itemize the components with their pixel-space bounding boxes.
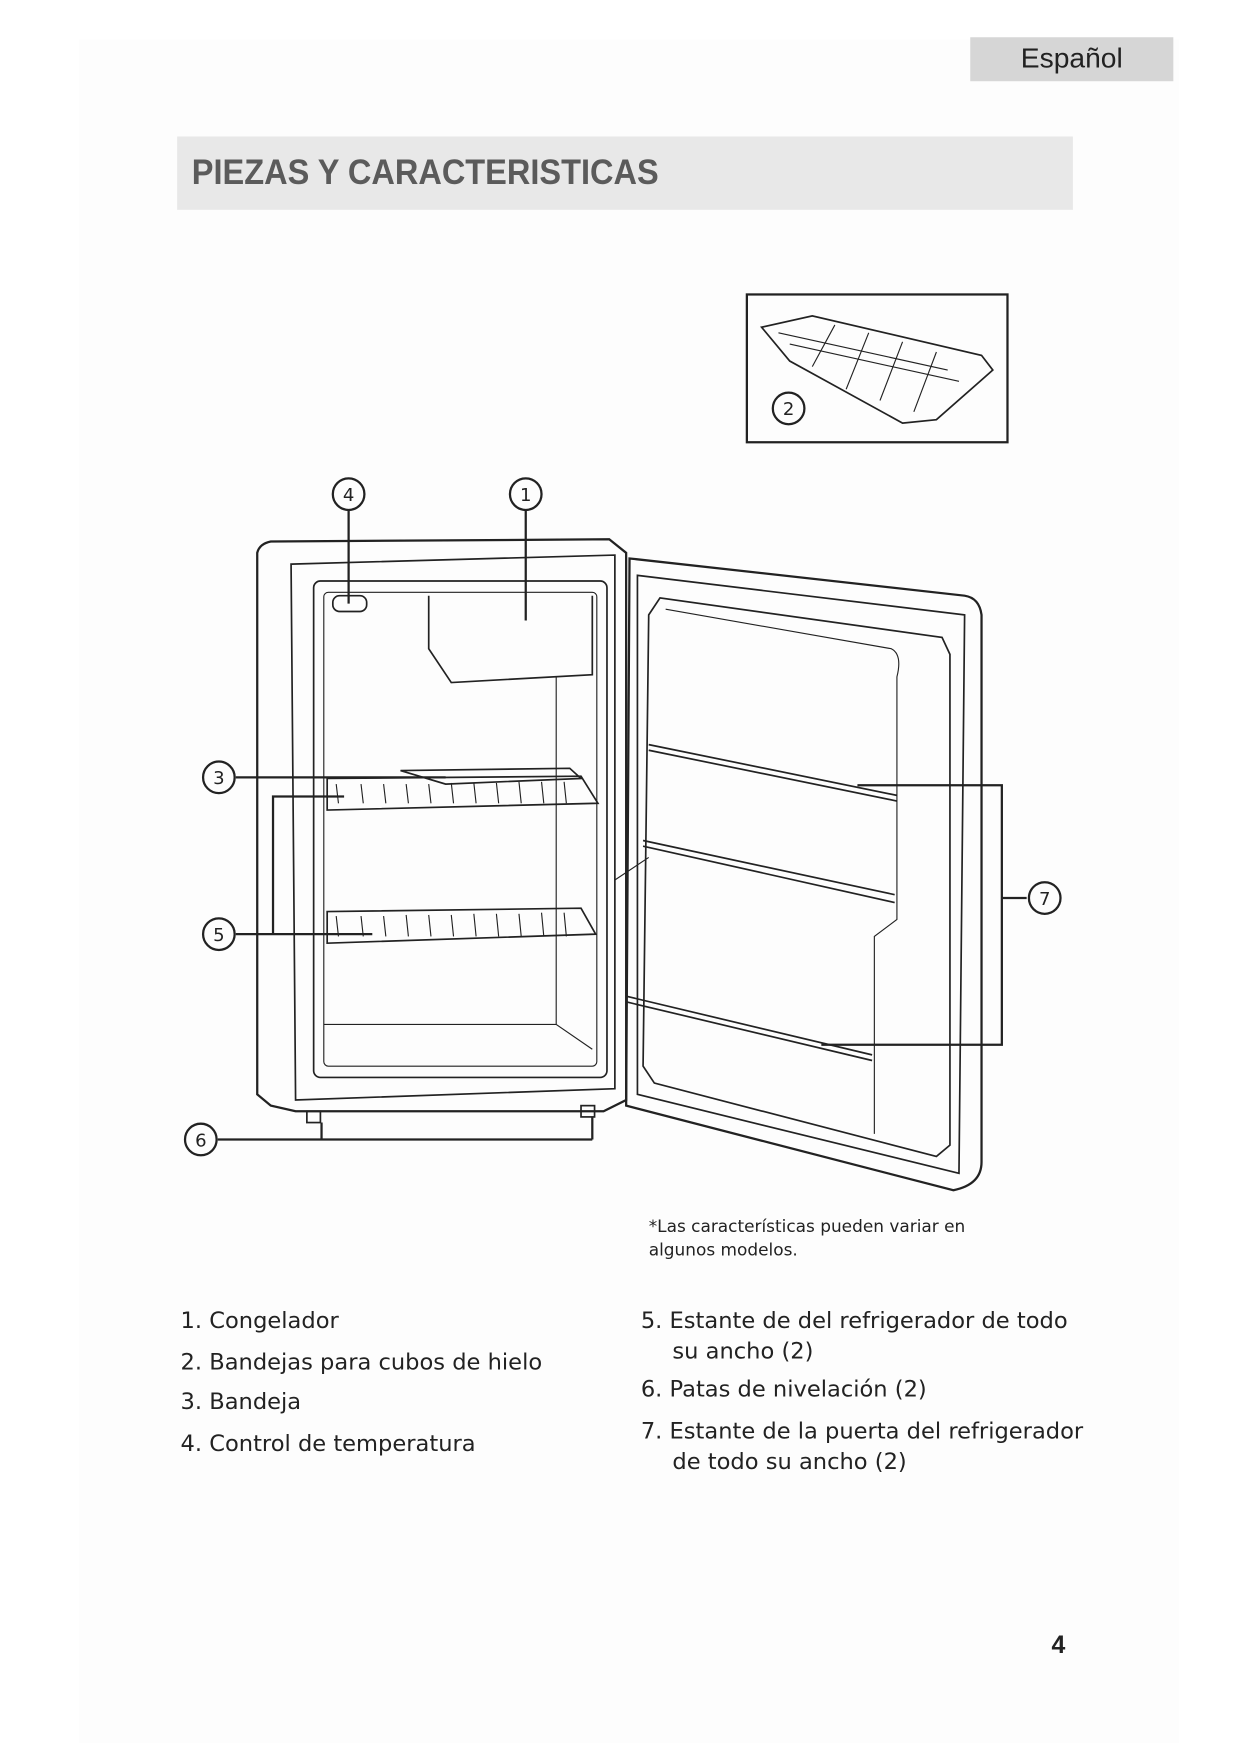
callout-4: 4 (331, 477, 366, 512)
note-line: algunos modelos. (648, 1239, 798, 1261)
page-number: 4 (1051, 1630, 1066, 1659)
language-tab: Español (970, 37, 1174, 82)
ice-tray-inset (745, 293, 1009, 444)
svg-text:4: 4 (343, 485, 354, 506)
list-item: 6. Patas de nivelación (2) (640, 1375, 927, 1403)
list-item-continuation: su ancho (2) (672, 1336, 814, 1364)
list-item: 4. Control de temperatura (180, 1429, 476, 1457)
models-note: *Las características pueden variar en al… (649, 1215, 987, 1262)
list-item: 5. Estante de del refrigerador de todo (640, 1306, 1068, 1334)
fridge-cabinet (256, 538, 628, 1124)
leader-lines (217, 509, 1027, 1141)
section-title-bar: PIEZAS Y CARACTERISTICAS (177, 136, 1073, 210)
list-item-continuation: de todo su ancho (2) (672, 1447, 907, 1475)
callout-3: 3 (201, 760, 236, 795)
callout-2: 2 (771, 391, 806, 426)
list-item: 2. Bandejas para cubos de hielo (180, 1348, 543, 1376)
svg-text:6: 6 (195, 1130, 206, 1151)
section-title: PIEZAS Y CARACTERISTICAS (191, 152, 659, 192)
fridge-door (614, 557, 983, 1192)
svg-text:5: 5 (213, 925, 224, 946)
language-label: Español (1020, 42, 1123, 75)
svg-text:3: 3 (213, 768, 224, 789)
list-item: 3. Bandeja (180, 1387, 302, 1415)
svg-text:1: 1 (520, 485, 531, 506)
list-item: 7. Estante de la puerta del refrigerador (640, 1417, 1084, 1445)
page-sheet (78, 39, 1179, 1744)
callout-6: 6 (183, 1122, 218, 1157)
callout-7: 7 (1027, 881, 1062, 915)
svg-text:2: 2 (783, 399, 794, 420)
note-line: *Las características pueden variar en (648, 1216, 966, 1237)
callout-1: 1 (508, 477, 543, 512)
callout-5: 5 (201, 917, 236, 952)
refrigerator-diagram: 1 2 3 4 5 6 7 (183, 293, 1062, 1192)
svg-text:7: 7 (1039, 889, 1050, 910)
list-item: 1. Congelador (180, 1306, 339, 1334)
